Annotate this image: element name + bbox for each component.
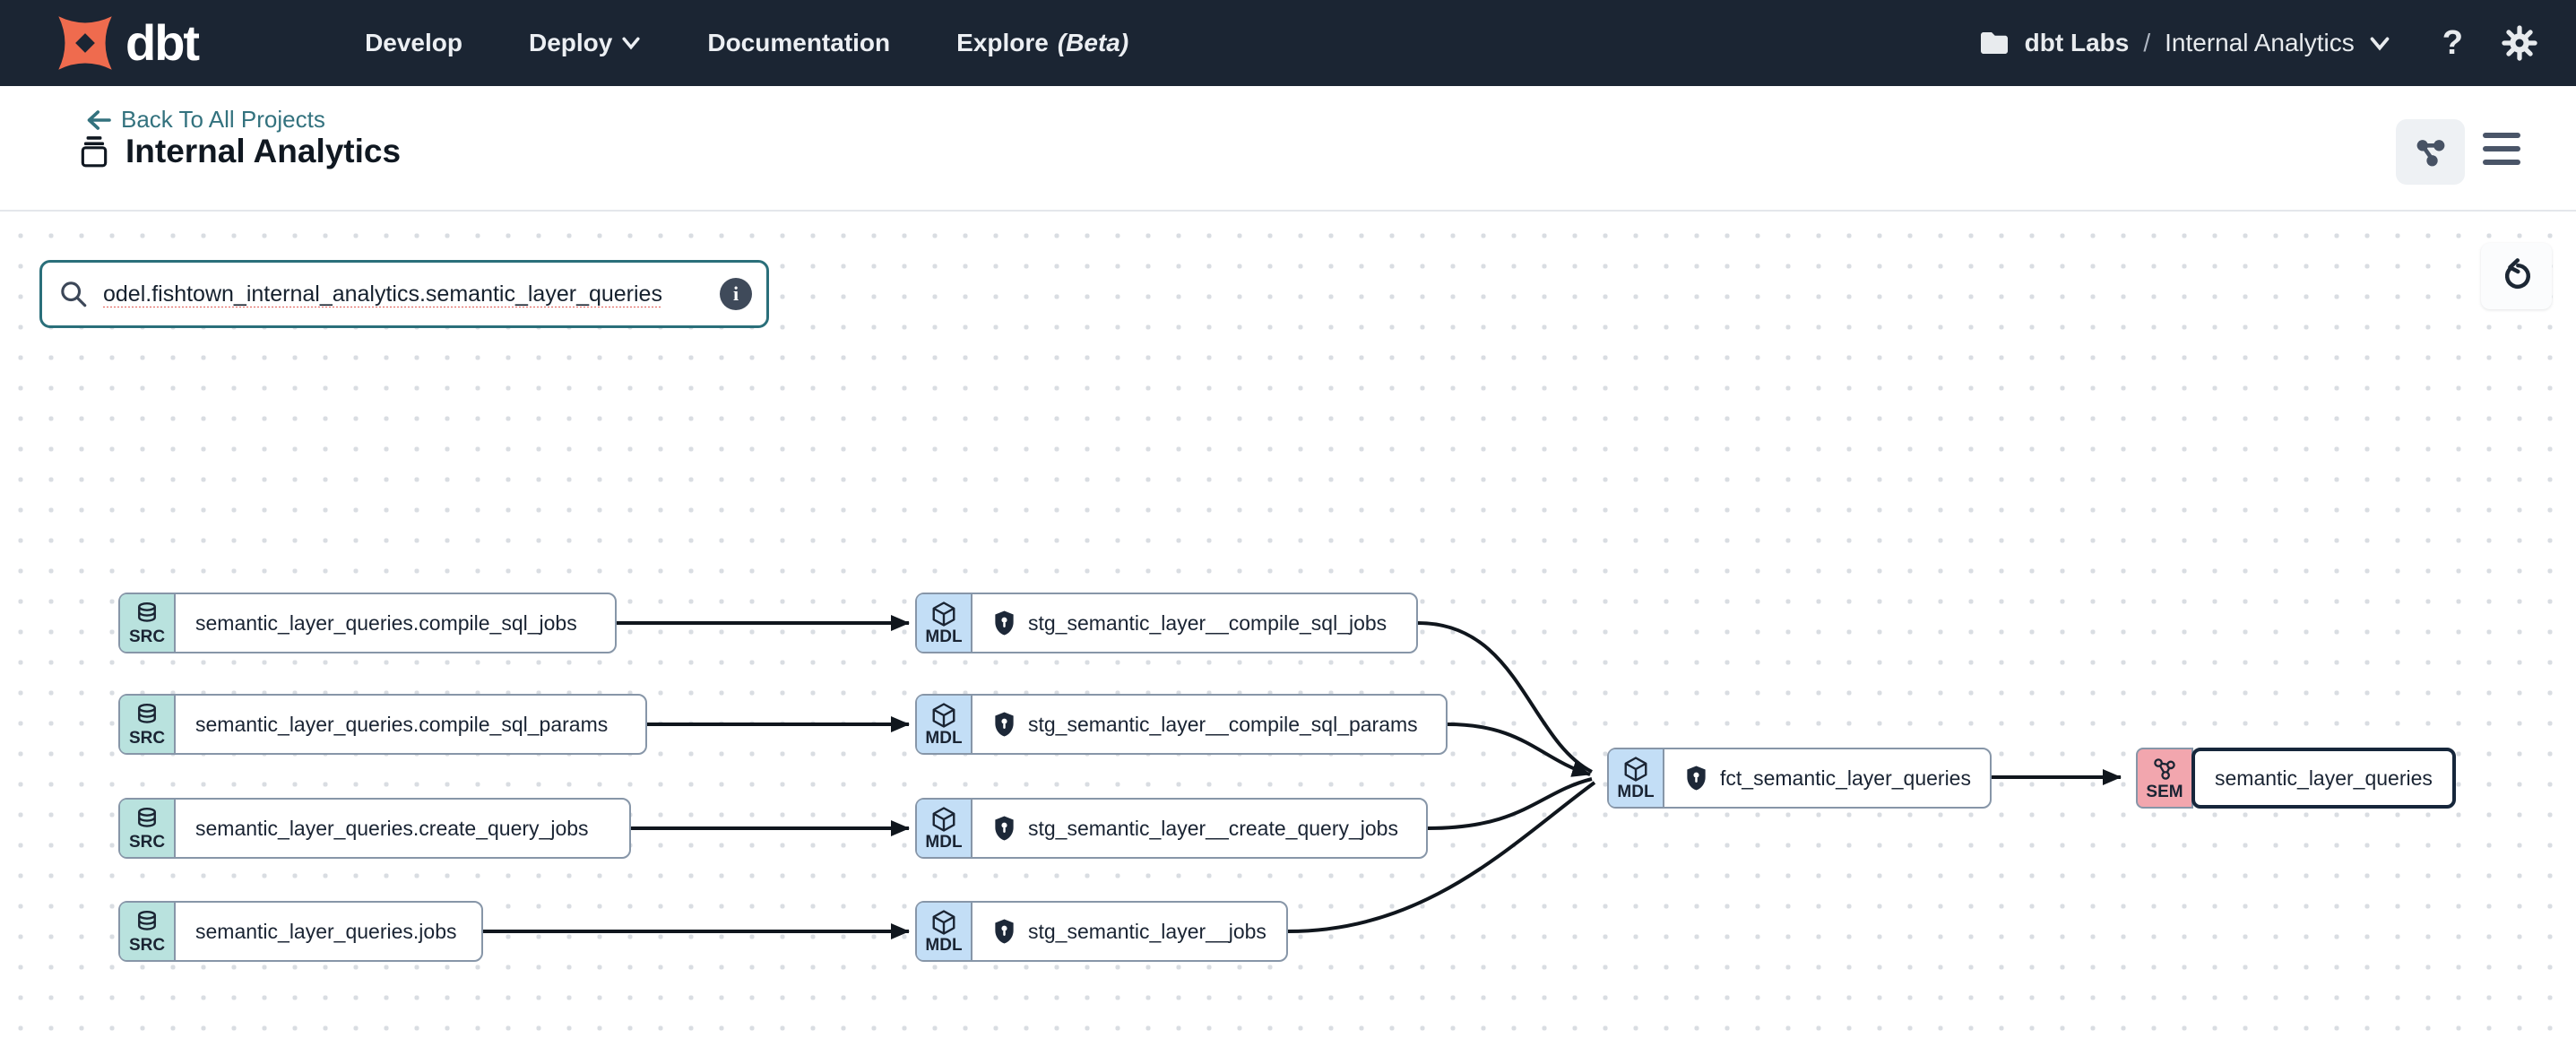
semantic-badge: SEM [2136,748,2193,809]
nav-item-label: Develop [365,29,462,56]
badge-label: SRC [128,627,166,646]
beta-tag: (Beta) [1057,29,1129,56]
model-badge: MDL [917,594,972,652]
dbt-logo-word: dbt [125,14,200,71]
node-label: stg_semantic_layer__create_query_jobs [1028,816,1398,840]
lineage-node-source[interactable]: SRC semantic_layer_queries.create_query_… [118,798,631,859]
database-icon [138,703,156,723]
database-icon [138,807,156,827]
badge-label: MDL [1617,783,1655,801]
source-badge: SRC [120,594,176,652]
lineage-node-model[interactable]: MDL stg_semantic_layer__jobs [915,901,1288,962]
node-label: semantic_layer_queries.create_query_jobs [195,816,589,840]
breadcrumb-separator: / [2143,29,2151,56]
contract-shield-icon [995,712,1014,737]
nav-item-documentation[interactable]: Documentation [707,29,890,57]
top-navbar: dbt Develop Deploy Documentation Explore… [0,0,2576,86]
project-header: Back To All Projects Internal Analytics [0,86,2576,212]
model-badge: MDL [1609,749,1664,807]
model-badge: MDL [917,903,972,960]
model-badge: MDL [917,800,972,857]
badge-label: MDL [925,833,963,852]
nav-item-explore[interactable]: Explore (Beta) [956,29,1128,57]
badge-label: SRC [128,729,166,748]
node-label: semantic_layer_queries.jobs [195,919,457,943]
badge-label: MDL [925,729,963,748]
node-label: semantic_layer_queries [2215,766,2433,790]
arrow-left-icon [87,109,111,130]
search-input[interactable] [101,280,720,308]
database-icon [138,601,156,622]
gear-icon [2502,25,2537,61]
source-badge: SRC [120,903,176,960]
node-label: stg_semantic_layer__compile_sql_jobs [1028,610,1387,635]
cube-icon [932,807,955,832]
contract-shield-icon [995,919,1014,944]
node-label: stg_semantic_layer__jobs [1028,919,1266,943]
lineage-search: i [39,260,769,328]
lineage-node-semantic-selected[interactable]: SEM semantic_layer_queries [2136,748,2465,809]
undo-rotate-icon [2504,258,2530,290]
source-badge: SRC [120,800,176,857]
dbt-logo[interactable]: dbt [56,13,200,73]
nav-item-label: Explore [956,29,1049,56]
cube-icon [1624,757,1647,782]
lineage-node-model[interactable]: MDL stg_semantic_layer__compile_sql_para… [915,694,1448,755]
back-link-label: Back To All Projects [121,106,325,133]
page-title: Internal Analytics [79,133,401,170]
folder-icon [1980,32,2008,54]
lineage-canvas[interactable]: i SRC semantic_layer_queries.compile_sql… [0,212,2576,1047]
account-org: dbt Labs [2024,29,2130,56]
chevron-down-icon [622,37,640,50]
lineage-node-source[interactable]: SRC semantic_layer_queries.compile_sql_p… [118,694,647,755]
nav-item-develop[interactable]: Develop [365,29,462,57]
contract-shield-icon [995,816,1014,841]
badge-label: MDL [925,627,963,646]
back-to-projects-link[interactable]: Back To All Projects [85,106,325,134]
node-label: semantic_layer_queries.compile_sql_param… [195,712,609,736]
lineage-node-model[interactable]: MDL stg_semantic_layer__compile_sql_jobs [915,593,1418,653]
reset-view-button[interactable] [2481,243,2552,309]
lineage-node-model[interactable]: MDL fct_semantic_layer_queries [1607,748,1992,809]
badge-label: SRC [128,936,166,955]
nav-menu: Develop Deploy Documentation Explore (Be… [365,29,1128,57]
navbar-right: dbt Labs / Internal Analytics ? [1978,24,2538,62]
account-project: Internal Analytics [2165,29,2355,56]
dbt-logo-icon [58,16,112,70]
options-menu-button[interactable] [2483,133,2520,165]
model-badge: MDL [917,696,972,753]
badge-label: SRC [128,833,166,852]
info-icon[interactable]: i [720,278,752,310]
lineage-node-source[interactable]: SRC semantic_layer_queries.compile_sql_j… [118,593,617,653]
page-title-text: Internal Analytics [125,133,402,169]
node-label: stg_semantic_layer__compile_sql_params [1028,712,1418,736]
cube-icon [932,703,955,728]
help-button[interactable]: ? [2442,24,2463,62]
chevron-down-icon [2370,37,2390,51]
project-jar-icon [81,136,108,168]
node-label: semantic_layer_queries.compile_sql_jobs [195,610,577,635]
node-label: fct_semantic_layer_queries [1720,766,1971,790]
settings-button[interactable] [2501,24,2538,62]
contract-shield-icon [1687,766,1706,791]
lineage-view-button[interactable] [2396,119,2465,185]
search-icon [61,281,87,307]
cube-icon [932,910,955,935]
cube-icon [932,601,955,627]
lineage-icon [2416,139,2444,166]
lineage-node-model[interactable]: MDL stg_semantic_layer__create_query_job… [915,798,1428,859]
badge-label: MDL [925,936,963,955]
semantic-graph-icon [2154,758,2175,780]
nav-item-label: Deploy [529,29,613,56]
contract-shield-icon [995,610,1014,636]
nav-item-label: Documentation [707,29,891,56]
source-badge: SRC [120,696,176,753]
database-icon [138,910,156,930]
nav-item-deploy[interactable]: Deploy [529,29,641,57]
lineage-node-source[interactable]: SRC semantic_layer_queries.jobs [118,901,483,962]
badge-label: SEM [2146,783,2183,801]
account-switcher[interactable]: dbt Labs / Internal Analytics [1978,29,2390,57]
